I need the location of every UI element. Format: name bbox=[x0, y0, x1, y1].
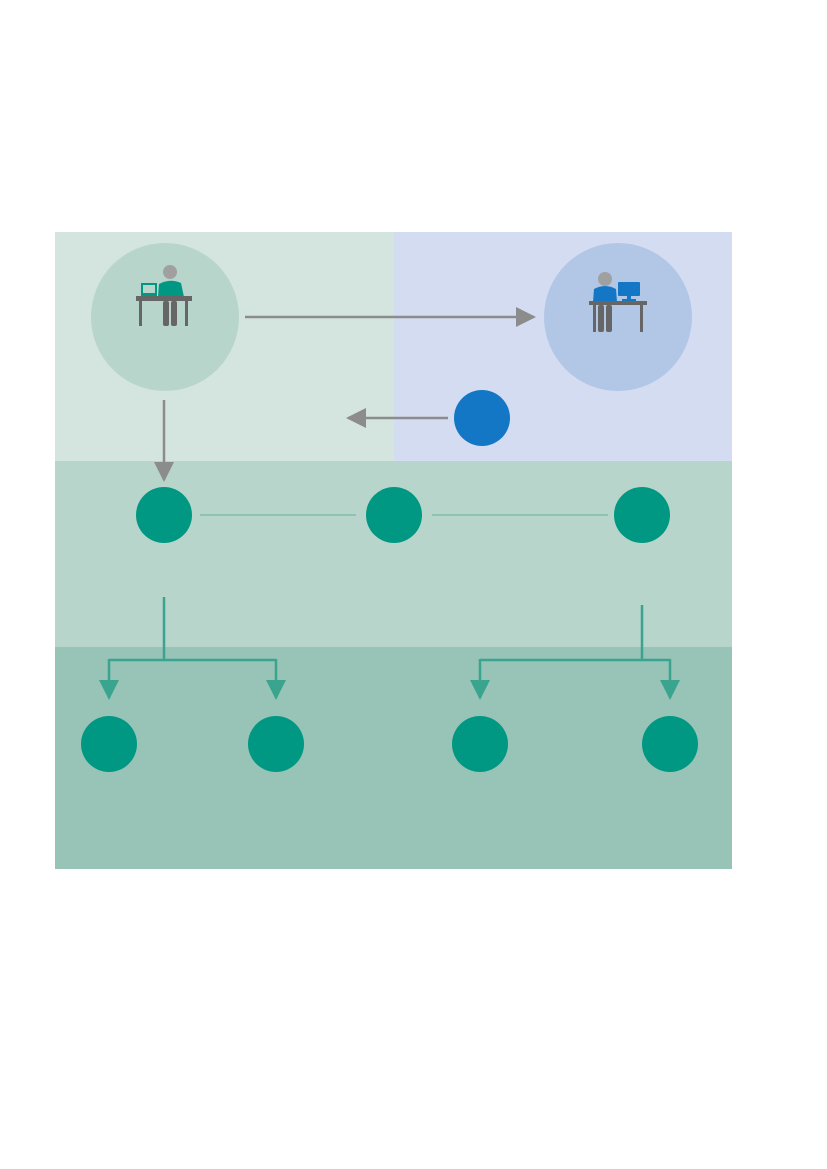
bottom-node-3 bbox=[452, 716, 508, 772]
right-person-background bbox=[544, 243, 692, 391]
middle-node-center bbox=[366, 487, 422, 543]
middle-node-left bbox=[136, 487, 192, 543]
left-person-node bbox=[91, 243, 239, 391]
zone-bottom bbox=[55, 647, 732, 869]
branch-right bbox=[470, 605, 680, 700]
person-at-desk-with-monitor-icon bbox=[589, 272, 647, 332]
branch-left bbox=[99, 597, 286, 700]
bottom-node-2 bbox=[248, 716, 304, 772]
middle-node-right bbox=[614, 487, 670, 543]
right-person-node bbox=[544, 243, 692, 391]
blue-node bbox=[454, 390, 510, 446]
bottom-node-4 bbox=[642, 716, 698, 772]
bottom-node-1 bbox=[81, 716, 137, 772]
person-at-desk-with-laptop-icon bbox=[136, 265, 192, 326]
